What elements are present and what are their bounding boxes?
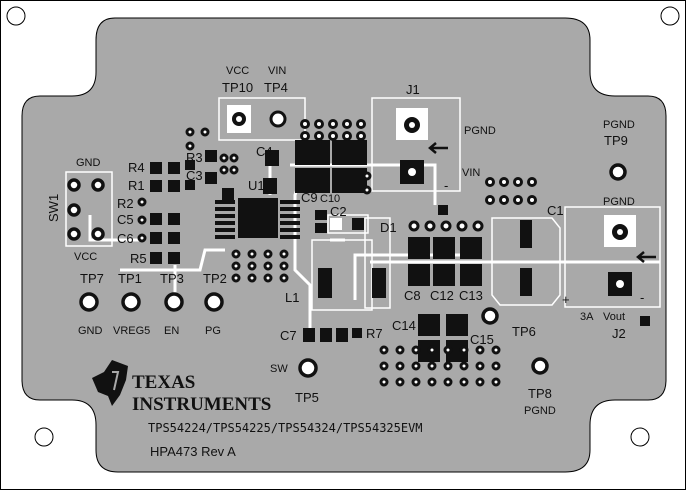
label-d1: D1 xyxy=(380,220,397,235)
label-l1: L1 xyxy=(285,290,299,305)
label-tp4: TP4 xyxy=(264,80,288,95)
label-pgnd-j2: PGND xyxy=(603,196,635,208)
label-tp7: TP7 xyxy=(80,271,104,286)
label-minus-j2: - xyxy=(640,290,644,305)
label-vcc: VCC xyxy=(226,65,249,77)
label-sw1: SW1 xyxy=(46,194,61,222)
mounting-hole xyxy=(660,6,680,26)
label-tp2: TP2 xyxy=(203,271,227,286)
brand-instruments: INSTRUMENTS xyxy=(132,394,271,415)
label-c10: C10 xyxy=(320,193,340,205)
label-en: EN xyxy=(164,325,179,337)
ti-logo-icon xyxy=(92,360,128,406)
test-points xyxy=(67,163,627,378)
label-vin: VIN xyxy=(268,65,286,77)
label-vcc-sw1: VCC xyxy=(74,251,97,263)
label-pgnd-tp9: PGND xyxy=(603,119,635,131)
label-gnd: GND xyxy=(78,325,103,337)
label-c14: C14 xyxy=(392,318,416,333)
label-c15: C15 xyxy=(470,332,494,347)
label-c4: C4 xyxy=(256,144,273,159)
label-c8: C8 xyxy=(404,288,421,303)
label-r2: R2 xyxy=(117,196,134,211)
via-grids xyxy=(137,119,537,387)
label-r3: R3 xyxy=(186,150,203,165)
label-tp5: TP5 xyxy=(295,390,319,405)
mounting-hole xyxy=(630,427,650,447)
label-plus-c1: + xyxy=(562,292,570,307)
board-outline xyxy=(21,17,667,473)
label-vout: Vout xyxy=(603,311,625,323)
label-tp3: TP3 xyxy=(160,271,184,286)
label-tp10: TP10 xyxy=(222,80,253,95)
label-tp8: TP8 xyxy=(528,386,552,401)
label-pgnd-j1: PGND xyxy=(464,125,496,137)
label-j2: J2 xyxy=(612,326,626,341)
label-c13: C13 xyxy=(459,288,483,303)
board-model: TPS54224/TPS54225/TPS54324/TPS54325EVM xyxy=(148,421,423,435)
label-pg: PG xyxy=(205,325,221,337)
mounting-hole xyxy=(6,6,26,26)
label-c6: C6 xyxy=(117,231,134,246)
polarity-arrows xyxy=(428,142,656,263)
label-minus-j1: - xyxy=(444,178,448,193)
label-c1: C1 xyxy=(547,203,564,218)
silkscreen-labels: VCC VIN TP10 TP4 J1 PGND VIN - PGND TP9 … xyxy=(46,65,644,459)
label-sw: SW xyxy=(270,363,288,375)
label-r1: R1 xyxy=(128,178,145,193)
label-c3: C3 xyxy=(186,168,203,183)
label-u1: U1 xyxy=(248,178,265,193)
mounting-hole xyxy=(34,427,54,447)
board-revision: HPA473 Rev A xyxy=(150,444,236,459)
label-r4: R4 xyxy=(128,160,145,175)
label-tp9: TP9 xyxy=(604,133,628,148)
copper-pads xyxy=(150,105,650,362)
label-tp6: TP6 xyxy=(512,324,536,339)
label-3a: 3A xyxy=(580,311,594,323)
label-tp1: TP1 xyxy=(118,271,142,286)
label-c9: C9 xyxy=(301,190,318,205)
label-c5: C5 xyxy=(117,212,134,227)
label-c7: C7 xyxy=(280,328,297,343)
label-r5: R5 xyxy=(130,251,147,266)
brand-texas: TEXAS xyxy=(132,372,195,393)
label-pgnd-tp8: PGND xyxy=(524,405,556,417)
label-gnd-sw1: GND xyxy=(76,157,101,169)
label-vreg5: VREG5 xyxy=(113,325,150,337)
label-vin-j1: VIN xyxy=(462,167,480,179)
label-j1: J1 xyxy=(406,82,420,97)
label-r7: R7 xyxy=(366,326,383,341)
label-c2: C2 xyxy=(330,204,347,219)
label-c12: C12 xyxy=(430,288,454,303)
